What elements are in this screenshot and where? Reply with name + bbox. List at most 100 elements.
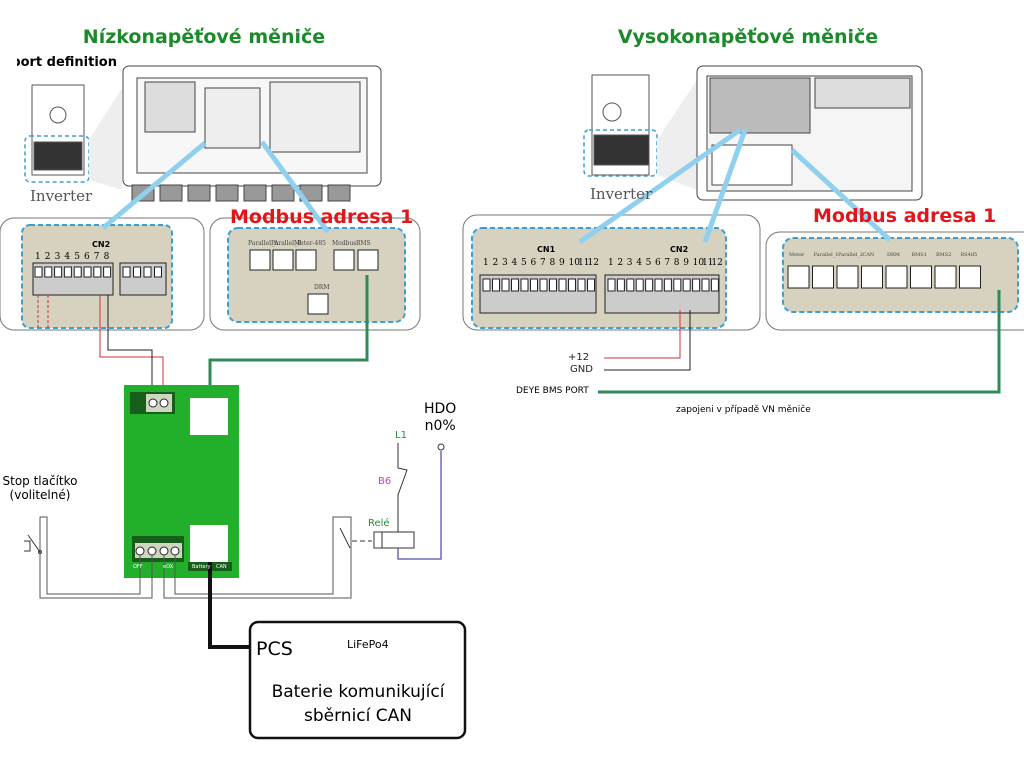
rj45-port <box>934 265 957 289</box>
port-label: Parallel_2 <box>838 252 863 258</box>
controller-board <box>124 385 239 578</box>
hv-cn2-label: CN2 <box>670 245 689 254</box>
terminal-screw <box>63 266 72 278</box>
terminal-screw <box>34 266 43 278</box>
terminal-screw <box>654 278 663 292</box>
hv-inverter-housing <box>696 65 923 201</box>
terminal-screw <box>587 278 595 292</box>
hv-cn1-label: CN1 <box>537 245 556 254</box>
cn1-pin-number: 7 <box>540 258 546 268</box>
pin-number: 8 <box>103 252 110 262</box>
terminal-screw <box>692 278 701 292</box>
l1-label: L1 <box>395 430 407 441</box>
port-label: DRM <box>887 252 900 258</box>
lv-modbus-address: Modbus adresa 1 <box>230 206 414 228</box>
rj45-port <box>272 249 294 271</box>
cn2-pin-number: 6 <box>655 258 661 268</box>
hv-title: Vysokonapěťové měniče <box>617 26 879 48</box>
terminal-screw <box>549 278 557 292</box>
cn2-pin-number: 4 <box>636 258 642 268</box>
hv-modbus-address: Modbus adresa 1 <box>813 205 997 227</box>
cn2-pin-number: 1 <box>608 258 614 268</box>
terminal-screw <box>122 266 131 278</box>
port-definition-label: port definition <box>17 55 117 70</box>
terminal-screw <box>710 278 719 292</box>
cn2-pin-number: 7 <box>664 258 671 268</box>
cn1-pin-number: 2 <box>492 258 499 268</box>
terminal-screw <box>133 266 141 278</box>
terminal-screw <box>607 278 616 292</box>
can-cable <box>208 562 252 649</box>
cn1-pin-number: 8 <box>549 258 556 268</box>
cn1-pin-number: 11 <box>578 258 590 268</box>
terminal-screw <box>701 278 710 292</box>
board-can-rj45 <box>190 525 228 562</box>
rj45-port <box>295 249 317 271</box>
terminal-screw <box>530 278 538 292</box>
port-label: Parallel_A <box>248 240 279 247</box>
lv-title: Nízkonapěťové měniče <box>82 26 326 48</box>
pcs-label: PCS <box>256 638 293 660</box>
port-label: RS485 <box>960 252 978 258</box>
port-label: Parallel_B <box>271 240 302 247</box>
cn1-pin-number: 6 <box>530 258 537 268</box>
rj45-port <box>787 265 810 289</box>
board-eox-label: eOX <box>163 564 174 570</box>
lv-bms-wire <box>208 275 369 387</box>
cn1-pin-number: 10 <box>568 258 580 268</box>
terminal-screw <box>635 278 644 292</box>
relay-coil-icon <box>373 531 415 549</box>
lv-inverter-label: Inverter <box>30 187 93 205</box>
cn1-pin-number: 4 <box>511 258 518 268</box>
terminal-screw <box>482 278 491 292</box>
cn1-pin-number: 3 <box>502 258 508 268</box>
hv-inverter-label: Inverter <box>590 185 653 203</box>
rj45-port <box>249 249 271 271</box>
port-label: CAN <box>862 252 875 258</box>
terminal-screw <box>54 266 63 278</box>
stop-button-loop <box>39 516 153 599</box>
pin-number: 4 <box>64 252 71 262</box>
terminal-screw <box>663 278 672 292</box>
port-label: Meter <box>789 252 805 258</box>
hv-zoom-arrows <box>578 127 892 245</box>
rj45-port <box>959 265 981 289</box>
terminal-screw <box>93 266 102 278</box>
hv-note: zapojeni v případě VN měniče <box>676 405 811 415</box>
terminal-screw <box>154 266 162 278</box>
terminal-screw <box>492 278 500 292</box>
relay-contact-icon <box>339 527 351 549</box>
rj45-port <box>861 265 883 289</box>
rj45-port-drm <box>307 293 329 315</box>
port-label: Modbus <box>332 240 357 247</box>
hv-plus12-label: +12 <box>568 352 590 363</box>
pin-number: 6 <box>84 252 90 262</box>
board-top-rj45 <box>190 398 228 435</box>
terminal-screw <box>673 278 682 292</box>
cn2-pin-number: 2 <box>617 258 624 268</box>
board-can-label: CAN <box>216 564 227 570</box>
rj45-port <box>885 265 908 289</box>
breaker-b6-icon <box>397 443 408 532</box>
lv-inverter-thumbnail <box>24 84 90 183</box>
port-label: Meter-485 <box>294 240 327 247</box>
lv-cn2-label: CN2 <box>92 240 111 249</box>
terminal-screw <box>626 278 635 292</box>
board-off-label: OFF <box>133 564 143 570</box>
terminal-screw <box>568 278 576 292</box>
hv-gnd-label: GND <box>570 364 593 375</box>
port-label: BMS1 <box>911 252 927 258</box>
terminal-screw <box>44 266 53 278</box>
pin-number: 5 <box>74 252 80 262</box>
terminal-screw <box>645 278 654 292</box>
port-label: BMS2 <box>936 252 952 258</box>
lv-red-wire <box>99 295 164 393</box>
b6-label: B6 <box>378 476 392 487</box>
zoom-wedge <box>89 88 122 190</box>
terminal-screw <box>520 278 529 292</box>
cn1-pin-number: 1 <box>483 258 489 268</box>
